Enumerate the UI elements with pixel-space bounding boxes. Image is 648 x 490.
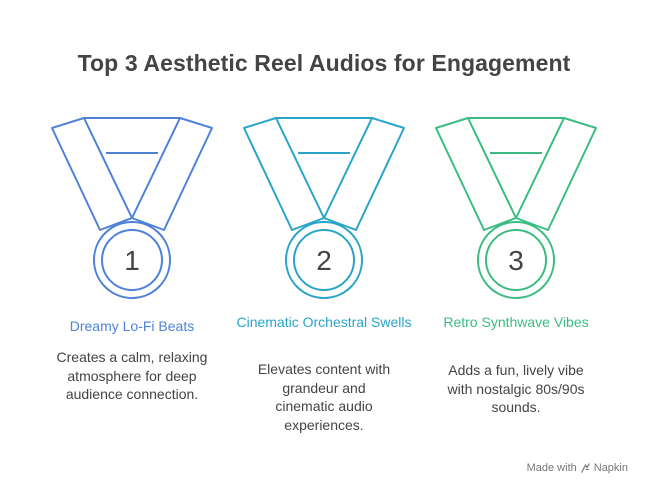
medal-ribbon-icon: 1 <box>51 117 213 299</box>
medal-1-label: Dreamy Lo-Fi Beats <box>69 318 195 334</box>
medal-3: 3 <box>426 112 606 302</box>
napkin-logo-icon <box>580 462 590 473</box>
footer-attribution: Made with Napkin <box>527 462 628 474</box>
medal-number: 3 <box>508 245 524 276</box>
medal-ribbon-icon: 2 <box>243 117 405 299</box>
medal-1: 1 <box>42 112 222 302</box>
made-with-text: Made with <box>526 462 577 474</box>
medal-2: 2 <box>234 112 414 302</box>
page-title: Top 3 Aesthetic Reel Audios for Engageme… <box>77 50 571 76</box>
medal-2-label: Cinematic Orchestral Swells <box>236 314 412 330</box>
medal-number: 1 <box>124 245 140 276</box>
medal-3-label: Retro Synthwave Vibes <box>443 314 589 330</box>
medal-3-description: Adds a fun, lively vibe with nostalgic 8… <box>447 362 585 415</box>
brand-name: Napkin <box>593 462 628 474</box>
medal-2-description: Elevates content with grandeur and cinem… <box>257 361 391 433</box>
medal-number: 2 <box>316 245 332 276</box>
medal-ribbon-icon: 3 <box>435 117 597 299</box>
medal-1-description: Creates a calm, relaxing atmosphere for … <box>56 349 208 402</box>
